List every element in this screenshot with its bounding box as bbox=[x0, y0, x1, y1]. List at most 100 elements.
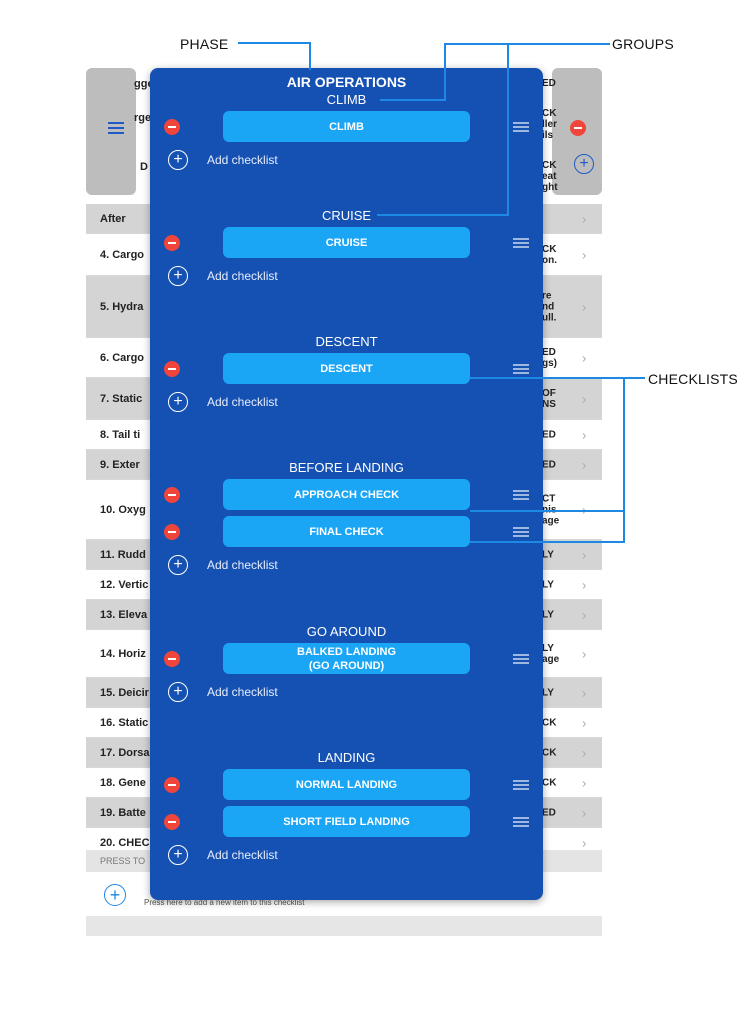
groups-callout-line bbox=[380, 99, 446, 101]
add-checklist-label[interactable]: Add checklist bbox=[207, 269, 278, 283]
checklist-button[interactable]: DESCENT bbox=[223, 353, 470, 384]
checklists-callout-line bbox=[470, 541, 625, 543]
background-row-status: CK on. bbox=[542, 243, 557, 266]
checklist-button[interactable]: NORMAL LANDING bbox=[223, 769, 470, 800]
add-checklist-label[interactable]: Add checklist bbox=[207, 153, 278, 167]
add-checklist-label[interactable]: Add checklist bbox=[207, 558, 278, 572]
bg-top-row-3: D bbox=[140, 161, 148, 173]
drag-handle-icon[interactable] bbox=[513, 654, 529, 664]
phase-callout: PHASE bbox=[180, 36, 229, 52]
background-row-label: 10. Oxyg bbox=[100, 503, 146, 516]
checklist-button[interactable]: CLIMB bbox=[223, 111, 470, 142]
hamburger-icon[interactable] bbox=[108, 122, 124, 134]
drag-handle-icon[interactable] bbox=[513, 238, 529, 248]
background-row-label: 13. Eleva bbox=[100, 608, 148, 621]
chevron-right-icon: › bbox=[582, 502, 586, 517]
chevron-right-icon: › bbox=[582, 715, 587, 730]
chevron-right-icon: › bbox=[582, 607, 587, 622]
drag-handle-icon[interactable] bbox=[513, 817, 529, 827]
background-row-label: 9. Exter bbox=[100, 458, 140, 471]
phase-title: AIR OPERATIONS bbox=[286, 74, 407, 90]
add-checklist-icon[interactable]: + bbox=[168, 845, 188, 865]
delete-checklist-icon[interactable] bbox=[164, 524, 180, 540]
delete-checklist-icon[interactable] bbox=[164, 487, 180, 503]
chevron-right-icon: › bbox=[582, 646, 587, 661]
background-row-label: 14. Horiz bbox=[100, 647, 146, 660]
checklist-button[interactable]: APPROACH CHECK bbox=[223, 479, 470, 510]
background-row-label: 17. Dorsa bbox=[100, 746, 150, 759]
background-row-label: 15. Deicir bbox=[100, 686, 149, 699]
chevron-right-icon: › bbox=[582, 685, 587, 700]
background-row-status: ED bbox=[542, 459, 556, 470]
bg-top-row-1: gge bbox=[134, 78, 154, 90]
delete-checklist-icon[interactable] bbox=[164, 777, 180, 793]
background-row-label: 11. Rudd bbox=[100, 548, 146, 561]
add-item-hint: Press here to add a new item to this che… bbox=[144, 898, 305, 907]
group-title: CRUISE bbox=[321, 208, 372, 223]
delete-checklist-icon[interactable] bbox=[164, 361, 180, 377]
add-item-icon[interactable]: + bbox=[104, 884, 126, 906]
background-row-label: After bbox=[100, 212, 126, 225]
chevron-right-icon: › bbox=[582, 247, 587, 262]
chevron-right-icon: › bbox=[582, 457, 587, 472]
group-title: BEFORE LANDING bbox=[289, 460, 404, 475]
group-title: GO AROUND bbox=[306, 624, 387, 639]
checklist-button[interactable]: CRUISE bbox=[223, 227, 470, 258]
add-checklist-icon[interactable]: + bbox=[168, 555, 188, 575]
add-checklist-icon[interactable]: + bbox=[168, 392, 188, 412]
drag-handle-icon[interactable] bbox=[513, 122, 529, 132]
background-row-label: 20. CHEC bbox=[100, 836, 150, 849]
checklist-button[interactable]: BALKED LANDING (GO AROUND) bbox=[223, 643, 470, 674]
background-row-status: ED gs) bbox=[542, 346, 557, 369]
background-row-status: ED bbox=[542, 807, 556, 818]
groups-callout-line bbox=[444, 43, 610, 45]
bg-top-right-1: ED bbox=[542, 78, 556, 89]
add-checklist-label[interactable]: Add checklist bbox=[207, 685, 278, 699]
bottom-strip bbox=[86, 916, 602, 936]
chevron-right-icon: › bbox=[582, 805, 587, 820]
left-side-panel bbox=[86, 68, 136, 195]
background-row-status: LY age bbox=[542, 642, 560, 665]
checklist-button[interactable]: SHORT FIELD LANDING bbox=[223, 806, 470, 837]
delete-checklist-icon[interactable] bbox=[164, 235, 180, 251]
phase-callout-line bbox=[309, 42, 311, 70]
checklists-callout-line bbox=[470, 377, 645, 379]
background-row-status: CK bbox=[542, 747, 557, 758]
drag-handle-icon[interactable] bbox=[513, 490, 529, 500]
chevron-right-icon: › bbox=[582, 835, 587, 850]
checklist-button[interactable]: FINAL CHECK bbox=[223, 516, 470, 547]
add-checklist-icon[interactable]: + bbox=[168, 682, 188, 702]
chevron-right-icon: › bbox=[582, 775, 587, 790]
phase-callout-line bbox=[238, 42, 310, 44]
delete-checklist-icon[interactable] bbox=[164, 814, 180, 830]
checklists-callout-line bbox=[470, 510, 625, 512]
background-row-status: OF NS bbox=[542, 387, 556, 410]
drag-handle-icon[interactable] bbox=[513, 527, 529, 537]
chevron-right-icon: › bbox=[582, 350, 587, 365]
add-checklist-label[interactable]: Add checklist bbox=[207, 848, 278, 862]
background-row-label: 5. Hydra bbox=[100, 300, 144, 313]
chevron-right-icon: › bbox=[582, 299, 587, 314]
chevron-right-icon: › bbox=[582, 427, 587, 442]
background-row-status: re nd ull. bbox=[542, 290, 557, 323]
background-row-status: CT nis age bbox=[542, 493, 560, 526]
drag-handle-icon[interactable] bbox=[513, 364, 529, 374]
delete-checklist-icon[interactable] bbox=[164, 651, 180, 667]
background-row-label: 16. Static bbox=[100, 716, 149, 729]
delete-icon[interactable] bbox=[570, 120, 586, 136]
background-row-label: 8. Tail ti bbox=[100, 428, 141, 441]
delete-checklist-icon[interactable] bbox=[164, 119, 180, 135]
add-checklist-icon[interactable]: + bbox=[168, 150, 188, 170]
chevron-right-icon: › bbox=[582, 391, 587, 406]
bg-top-row-2: rge bbox=[134, 112, 152, 124]
background-row-status: LY bbox=[542, 549, 554, 560]
background-row-label: 4. Cargo bbox=[100, 248, 145, 261]
groups-callout-line bbox=[377, 214, 509, 216]
background-row-label: 6. Cargo bbox=[100, 351, 145, 364]
drag-handle-icon[interactable] bbox=[513, 780, 529, 790]
add-icon[interactable]: + bbox=[574, 154, 594, 174]
add-checklist-icon[interactable]: + bbox=[168, 266, 188, 286]
background-row-status: CK bbox=[542, 777, 557, 788]
add-checklist-label[interactable]: Add checklist bbox=[207, 395, 278, 409]
